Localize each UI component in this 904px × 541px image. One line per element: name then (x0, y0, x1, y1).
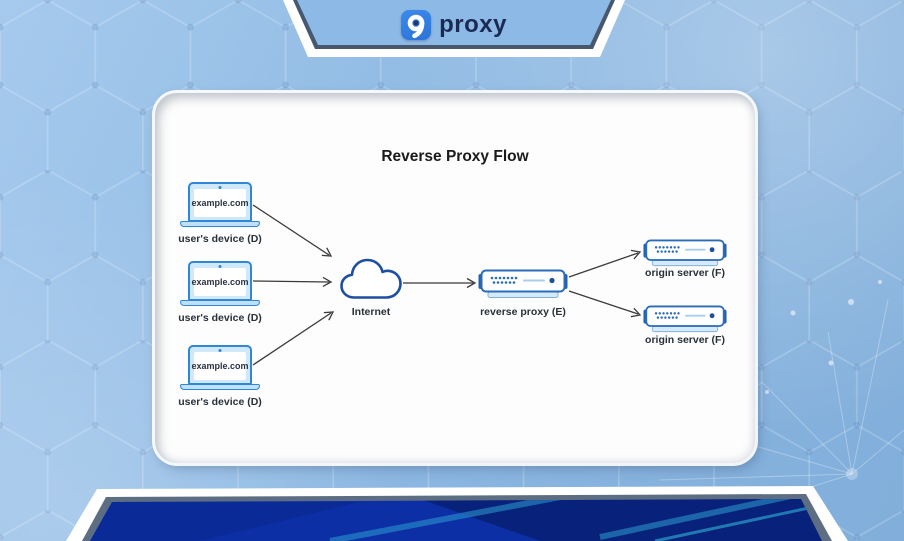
nine-logo-icon (401, 10, 432, 40)
brand-logo: proxy (278, 5, 630, 45)
user-device-1: example.com user's device (D) (155, 182, 285, 245)
reverse-proxy-label: reverse proxy (E) (480, 306, 566, 318)
brand-name: proxy (439, 11, 507, 38)
device-label: user's device (D) (178, 233, 262, 245)
camera-dot-icon (218, 348, 222, 352)
camera-dot-icon (218, 185, 222, 189)
camera-dot-icon (218, 264, 222, 268)
origin-server-label-1: origin server (F) (645, 267, 725, 279)
user-device-2: example.com user's device (D) (155, 261, 285, 324)
device-label: user's device (D) (178, 312, 262, 324)
header-trapezoid-shape (283, 0, 625, 57)
cloud-icon (340, 258, 402, 299)
laptop-icon: example.com (188, 261, 252, 301)
laptop-icon: example.com (188, 182, 252, 222)
device-label: user's device (D) (178, 396, 262, 408)
diagram-title: Reverse Proxy Flow (381, 148, 529, 165)
laptop-screen-text: example.com (191, 268, 249, 296)
user-device-3: example.com user's device (D) (155, 345, 285, 408)
header-banner: proxy (278, 0, 630, 60)
origin-server-label-2: origin server (F) (645, 334, 725, 346)
diagram-panel: Reverse Proxy Flow exampl (155, 93, 755, 463)
internet-label: Internet (351, 306, 391, 318)
flow-arrows (252, 204, 642, 366)
laptop-icon: example.com (188, 345, 252, 385)
laptop-screen-text: example.com (191, 352, 249, 380)
bottom-banner (66, 486, 848, 541)
laptop-screen-text: example.com (191, 189, 249, 217)
